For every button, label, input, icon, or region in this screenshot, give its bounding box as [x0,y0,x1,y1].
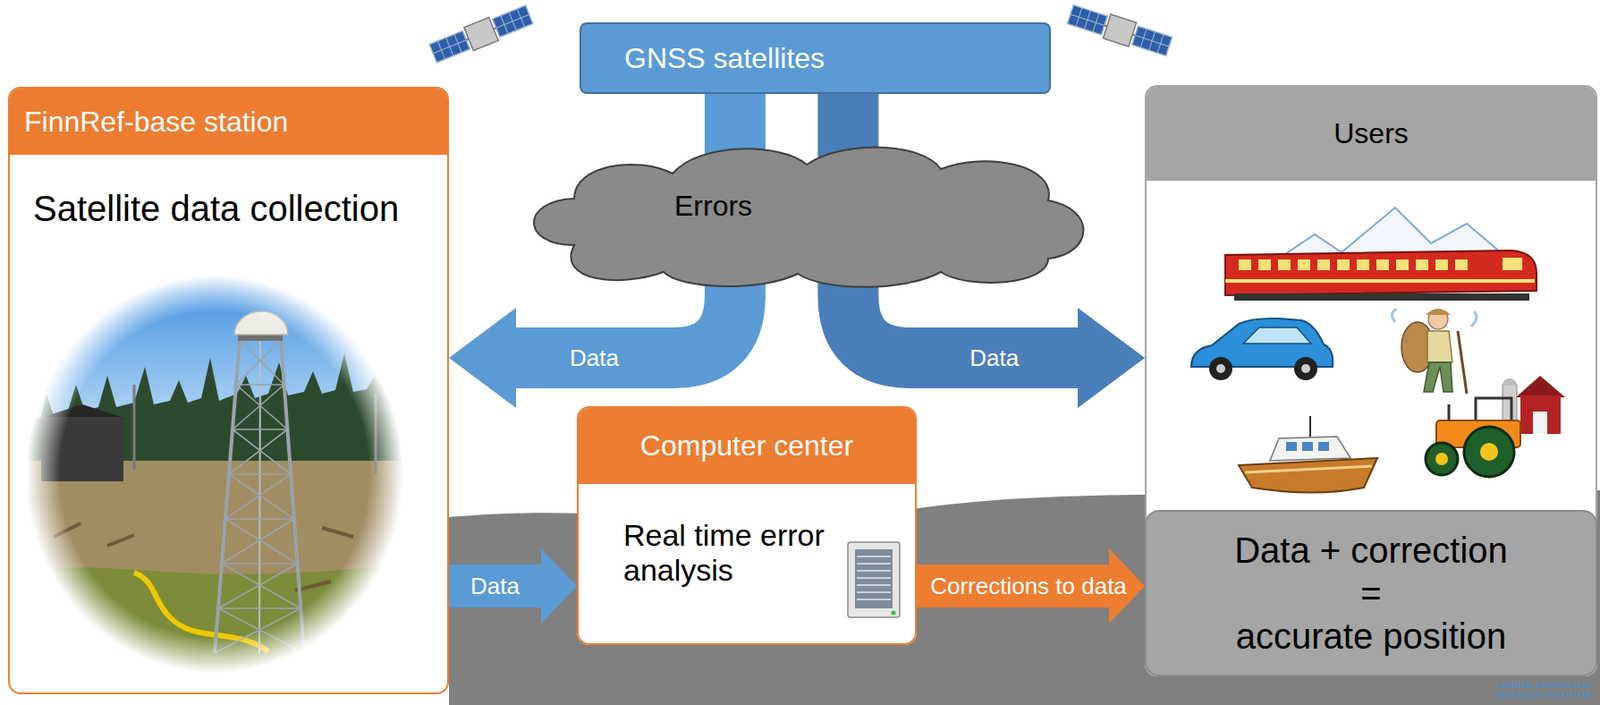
boat-clipart [1238,415,1378,493]
car-clipart [1191,318,1333,381]
satellite-icon [1066,2,1174,59]
edge-label: Data [569,345,619,372]
server-icon [847,541,900,618]
arrow-label: Data [470,573,520,600]
train-clipart [1225,207,1537,301]
tractor-clipart [1425,375,1566,477]
arrow-label: Data [569,345,619,372]
panel-header: Users [1146,86,1596,181]
institute-logo: FINNISH GEOSPATIALRESEARCH INSTITUTE [1494,679,1593,700]
arrow-head [448,307,517,408]
box-title: GNSS satellites [624,42,825,76]
cloud-outline [533,147,1084,288]
panel-header: FinnRef-base station [9,88,448,155]
arrow-head [1077,307,1145,408]
error-cloud: Errors [520,137,1093,291]
arrow-head [541,548,577,624]
data-arrow [448,548,577,624]
correction-arrow [916,548,1145,624]
cloud-shape [520,137,1093,291]
panel-body-text: Real time error analysis [623,517,856,588]
result-text: = [1360,571,1381,615]
result-text: accurate position [1235,614,1507,658]
panel-fill [1144,84,1598,677]
arrow-label: Corrections to data [930,573,1127,600]
station-photo [25,275,404,676]
satellite-box: GNSS satellites [579,22,1051,94]
arrow-body [448,564,542,608]
computer-center-panel: Computer centerReal time error analysis [576,406,917,645]
edge-label: Corrections to data [930,573,1127,600]
base-station-panel: FinnRef-base stationSatellite data colle… [8,86,449,695]
panel-body-text: Satellite data collection [9,188,448,229]
edge-label: Data [470,573,520,600]
arrow-label: Data [969,345,1019,372]
cloud-label: Errors [520,137,1093,223]
hiker-clipart [1391,308,1476,394]
logo-text: RESEARCH INSTITUTE [1494,689,1593,700]
users-panel: UsersData + correction=accurate position [1144,84,1598,677]
edge-label: Data [969,345,1019,372]
satellite-icon [428,2,534,65]
result-text: Data + correction [1234,528,1508,572]
result-box: Data + correction=accurate position [1144,509,1598,677]
panel-header: Computer center [578,407,915,484]
logo-text: FINNISH GEOSPATIAL [1494,679,1593,690]
panel-fill [576,406,917,645]
